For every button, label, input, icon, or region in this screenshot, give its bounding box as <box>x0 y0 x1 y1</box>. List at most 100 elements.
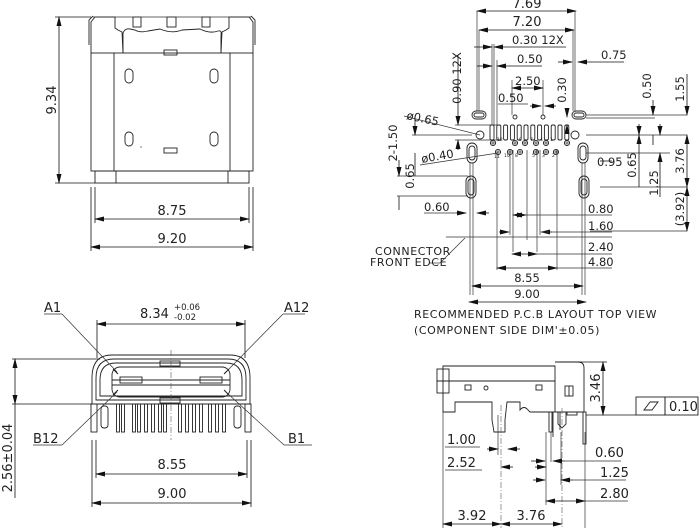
pin-number: 4 <box>540 137 543 143</box>
dim-3-76: 3.76 <box>673 148 687 174</box>
dim-0-60-side: 0.60 <box>595 446 624 461</box>
flatness-value: 0.10 <box>669 400 698 415</box>
dim-0-80: 0.80 <box>588 202 614 216</box>
pcb-hole-callouts: ø0.65 ø0.40 <box>403 108 499 166</box>
front-view-body <box>90 350 252 440</box>
front-view-pin <box>199 403 203 433</box>
dim-2-80: 2.80 <box>600 487 629 502</box>
slot-lower-right <box>578 175 590 199</box>
front-view-pins <box>116 403 226 433</box>
front-view-pin <box>192 403 196 433</box>
slot-upper-left <box>466 142 478 164</box>
dim-3-76-side: 3.76 <box>517 509 546 524</box>
top-view: 9.34 8.75 9.20 <box>45 15 256 251</box>
front-view-pin <box>163 403 167 433</box>
dim-1-55: 1.55 <box>673 76 687 102</box>
smd-pad <box>537 124 543 141</box>
front-view-pin <box>158 403 162 433</box>
dim-0-65-left: 0.65 <box>403 163 417 189</box>
smd-pad <box>523 124 529 141</box>
dim-7-20: 7.20 <box>513 15 542 30</box>
pin-number: 1 <box>550 137 553 143</box>
front-view-width-tol-minus: -0.02 <box>174 313 196 323</box>
front-view-pin <box>132 403 136 433</box>
dim-9-00: 9.00 <box>514 287 540 301</box>
dim-2-52: 2.52 <box>447 456 476 471</box>
front-view-pin <box>137 403 141 433</box>
dim-0-95: 0.95 <box>597 155 623 169</box>
dim-3-92: 3.92 <box>458 509 487 524</box>
front-view-pin <box>185 403 189 433</box>
pin-label-a1: A1 <box>44 301 61 316</box>
dim-3-92-ref: (3.92) <box>673 192 687 227</box>
smd-pad <box>557 124 563 141</box>
pin-number: 2 <box>552 153 555 159</box>
side-view-height-label: 3.46 <box>589 374 604 403</box>
smd-pad <box>530 124 536 141</box>
dim-0-90-12x: 0.90 12X <box>450 52 464 104</box>
smd-pad <box>516 124 522 141</box>
dim-1-25-right: 1.25 <box>647 170 661 196</box>
front-view-bottom-dims: 8.55 9.00 <box>91 440 252 507</box>
pin-label-b1: B1 <box>288 432 305 447</box>
dim-0-75: 0.75 <box>601 48 627 62</box>
pin-number: 5 <box>532 153 535 159</box>
front-view: 8.34 +0.06 -0.02 A1 A12 B12 B1 2.56±0.04 <box>1 301 312 507</box>
front-view-inner-width-label: 8.55 <box>158 458 187 473</box>
front-view-pin <box>215 403 219 433</box>
top-view-body <box>88 15 256 184</box>
pcb-caption-line1: RECOMMENDED P.C.B LAYOUT TOP VIEW <box>414 308 657 321</box>
dim-0-65-right: 0.65 <box>625 152 639 178</box>
dim-7-69: 7.69 <box>513 0 542 12</box>
front-view-width-label: 8.34 <box>140 307 169 322</box>
top-view-outer-width-dim: 9.20 <box>90 187 254 251</box>
top-view-height-label: 9.34 <box>45 86 60 115</box>
dim-8-55: 8.55 <box>514 271 540 285</box>
slot-lower-left <box>465 175 477 199</box>
pin-label-a12: A12 <box>284 301 309 316</box>
side-view-dims: 1.00 2.52 0.60 1.25 2.80 3.92 3.76 <box>442 412 629 528</box>
pin-number: 3 <box>542 153 545 159</box>
pin-number: 10 <box>504 153 510 159</box>
pcb-bottom-dims: 0.80 1.60 2.40 4.80 8.55 9.00 <box>446 202 614 305</box>
hole-0-65-label: ø0.65 <box>405 108 440 128</box>
front-view-pin <box>208 403 212 433</box>
top-view-inner-width-label: 8.75 <box>158 204 187 219</box>
smd-pad <box>543 124 549 141</box>
pcb-right-dims: 0.50 1.55 0.95 0.65 1.25 3.76 (3.92) <box>586 73 690 232</box>
smd-pad <box>550 124 556 141</box>
dim-0-30-vert: 0.30 <box>555 77 569 103</box>
flatness-tolerance-frame: 0.10 <box>635 396 699 416</box>
front-view-outer-width-label: 9.00 <box>158 487 187 502</box>
top-view-inner-width-dim: 8.75 <box>94 187 250 223</box>
dim-2-50: 2.50 <box>515 74 541 88</box>
pcb-top-dims: 7.69 7.20 0.30 12X 0.50 2.50 0.50 0.75 <box>474 0 627 109</box>
smd-pad <box>503 124 509 141</box>
side-view-body <box>436 361 587 528</box>
dim-0-50-small: 0.50 <box>498 91 524 105</box>
top-view-height-dim: 9.34 <box>45 16 95 184</box>
pcb-left-dims: 2-1.50 0.65 0.60 <box>386 120 489 216</box>
pin-number: 9 <box>519 137 522 143</box>
pin-number: 7 <box>530 137 533 143</box>
smd-pad <box>496 124 502 141</box>
smd-pad <box>489 124 495 141</box>
front-view-pin <box>222 403 226 433</box>
pcb-vertical-dims: 0.90 12X 0.30 <box>450 52 570 150</box>
front-edge-note-line1: CONNECTOR <box>375 245 451 258</box>
pin-number: 8 <box>515 153 518 159</box>
front-view-width-dim: 8.34 +0.06 -0.02 <box>96 303 246 358</box>
side-view-height-dim: 3.46 0.10 <box>560 361 699 416</box>
connector-front-edge-note: CONNECTOR FRONT EDCE <box>370 237 466 269</box>
side-view: 3.46 0.10 1.00 2.52 <box>436 361 699 528</box>
pin-number: 12 <box>497 137 503 143</box>
pcb-caption-line2: (COMPONENT SIDE DIM'±0.05) <box>414 324 600 337</box>
dim-0-30-12x: 0.30 12X <box>512 33 564 47</box>
dim-0-60: 0.60 <box>424 200 450 214</box>
front-view-pin <box>144 403 148 433</box>
dim-4-80: 4.80 <box>588 255 614 269</box>
side-view-shield-leg <box>582 411 587 445</box>
